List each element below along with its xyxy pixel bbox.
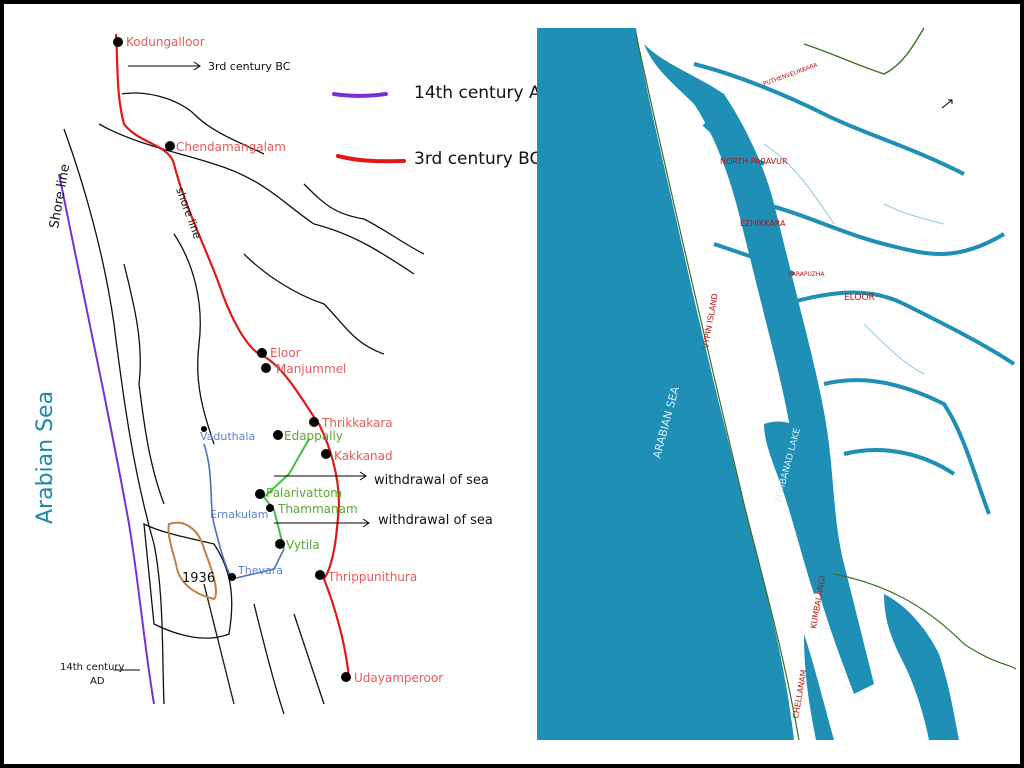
- river-3: [783, 290, 1016, 366]
- river-7: [713, 242, 795, 276]
- channel-1: [763, 143, 835, 225]
- estuary-2: [253, 603, 285, 715]
- sea-label: Arabian Sea: [33, 391, 58, 524]
- legend-label-3rd: 3rd century BC: [414, 149, 541, 169]
- place-palarivattom: Palarivattom: [266, 486, 342, 500]
- island-3: [143, 522, 233, 639]
- shoreline-14th-label-1: 14th century: [60, 662, 125, 673]
- inlet-1: [303, 183, 425, 255]
- channel-2: [863, 323, 925, 375]
- legend-label-14th: 14th century AD: [414, 83, 554, 103]
- district-boundary: [803, 27, 925, 75]
- coastal-boundary: [635, 33, 800, 741]
- map-canvas: 14th century AD 3rd century BC 3rd centu…: [4, 4, 1020, 764]
- dot-thrippunithura: [315, 570, 325, 580]
- river-6: [702, 122, 765, 166]
- coast-outline-2: [98, 123, 415, 275]
- withdrawal-label-2: withdrawal of sea: [378, 513, 493, 528]
- place-kodungalloor: Kodungalloor: [126, 35, 205, 49]
- shoreline-14th-label-2: AD: [90, 676, 105, 687]
- place-thevara: Thevara: [237, 564, 283, 577]
- place-chendamangalam: Chendamangalam: [176, 140, 286, 154]
- estuary-3: [293, 613, 325, 705]
- legend-swatch-14th: [332, 92, 388, 98]
- coast-outline-1: [63, 128, 165, 705]
- island-2: [173, 233, 215, 445]
- rivers: [693, 62, 1016, 515]
- map-svg: 14th century AD 3rd century BC 3rd centu…: [33, 27, 1017, 741]
- river-2: [763, 202, 1006, 256]
- arrow-withdrawal-2: [274, 518, 370, 528]
- arrow-label-3rd: 3rd century BC: [208, 60, 291, 73]
- dot-chendamangalam: [165, 141, 175, 151]
- place-vytila: Vytila: [286, 538, 320, 552]
- place-edappally: Edappally: [284, 429, 343, 443]
- estuary-1: [203, 583, 235, 705]
- place-ernakulam: Ernakulam: [210, 508, 269, 521]
- place-kakkanad: Kakkanad: [334, 449, 393, 463]
- dot-vaduthala: [201, 426, 207, 432]
- dot-palarivattom: [255, 489, 265, 499]
- arrows: [114, 61, 370, 671]
- label-eloor: ELOOR: [844, 293, 875, 303]
- shoreline-14th-century: [58, 173, 155, 705]
- place-thrikkakara: Thrikkakara: [321, 416, 393, 430]
- river-1: [693, 62, 965, 176]
- right-river-map: ARABIAN SEA NORTH PARAVUR EZHIKKARA ELOO…: [537, 27, 1017, 741]
- label-north-paravur: NORTH PARAVUR: [720, 157, 788, 166]
- coast-outline-3: [121, 92, 265, 155]
- place-dots: [113, 37, 351, 682]
- arabian-sea: [537, 28, 794, 740]
- island-1: [123, 263, 165, 505]
- dot-udayamperoor: [341, 672, 351, 682]
- left-hand-drawn-map: [63, 92, 425, 715]
- shoreline-label-center: shore line: [173, 186, 204, 241]
- dot-kodungalloor: [113, 37, 123, 47]
- region-1936: [167, 521, 217, 601]
- place-udayamperoor: Udayamperoor: [354, 671, 443, 685]
- withdrawal-label-1: withdrawal of sea: [374, 473, 489, 488]
- place-thammanam: Thammanam: [277, 502, 358, 516]
- dot-kakkanad: [321, 449, 331, 459]
- dot-thrikkakara: [309, 417, 319, 427]
- place-eloor: Eloor: [270, 346, 301, 360]
- southern-lake-2: [804, 634, 834, 740]
- south-boundary: [833, 573, 1017, 670]
- vembanad-lake: [764, 421, 844, 594]
- dot-vytila: [275, 539, 285, 549]
- inlet-2: [243, 253, 385, 355]
- dot-edappally: [273, 430, 283, 440]
- river-4: [823, 378, 991, 515]
- region-year-label: 1936: [182, 571, 215, 586]
- thin-channels: [763, 143, 945, 375]
- dot-thammanam: [266, 504, 274, 512]
- dot-manjummel: [261, 363, 271, 373]
- river-5: [843, 448, 956, 476]
- line-blue: [203, 443, 285, 580]
- legend-swatch-3rd: [336, 154, 406, 164]
- label-ezhikkara: EZHIKKARA: [740, 219, 786, 228]
- label-varapuzha: VARAPUZHA: [788, 271, 825, 278]
- dot-thevara: [228, 573, 236, 581]
- north-arrow-icon: [941, 99, 953, 109]
- shoreline-3rd-century: [114, 33, 351, 680]
- southern-lake: [884, 594, 959, 740]
- place-vaduthala: Vaduthala: [200, 430, 255, 443]
- arrow-withdrawal-1: [274, 471, 367, 481]
- place-thrippunithura: Thrippunithura: [327, 570, 417, 584]
- place-manjummel: Manjummel: [276, 362, 346, 376]
- arrow-3rd-century: [128, 61, 201, 71]
- dot-eloor: [257, 348, 267, 358]
- channel-3: [883, 203, 945, 225]
